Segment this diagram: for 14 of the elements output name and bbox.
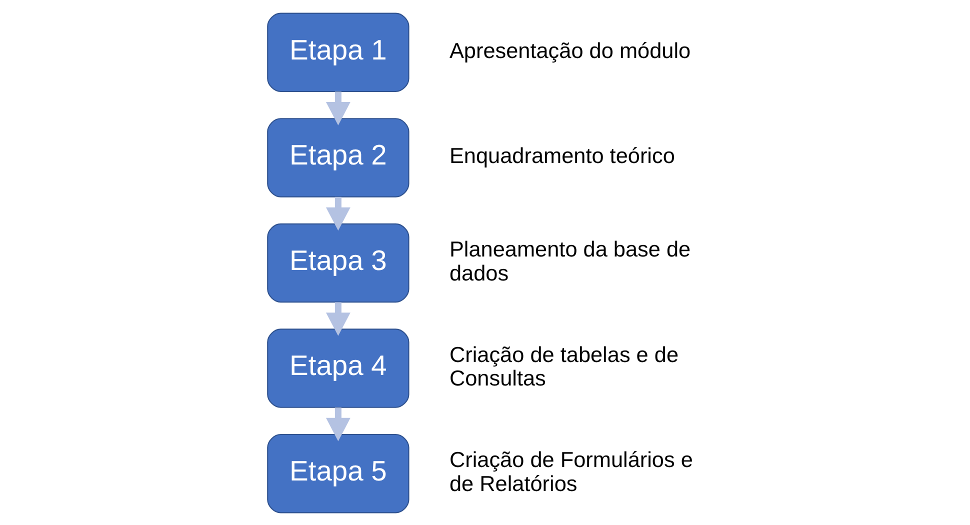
node-label: Criação de tabelas e de Consultas <box>449 341 679 390</box>
node-box: Etapa 5 <box>267 433 410 513</box>
arrow <box>326 91 350 125</box>
arrow <box>326 196 350 230</box>
node-box: Etapa 1 <box>267 12 410 92</box>
node-label: Enquadramento teórico <box>449 142 675 168</box>
node-box: Etapa 2 <box>267 118 410 197</box>
node-label: Apresentação do módulo <box>449 37 691 62</box>
node-label: Criação de Formulários e de Relatórios <box>449 446 693 496</box>
node-box: Etapa 4 <box>267 328 410 408</box>
node-label: Planeamento da base de dados <box>449 236 691 285</box>
arrow <box>326 302 350 336</box>
node-box: Etapa 3 <box>267 222 410 302</box>
arrow <box>326 406 350 441</box>
